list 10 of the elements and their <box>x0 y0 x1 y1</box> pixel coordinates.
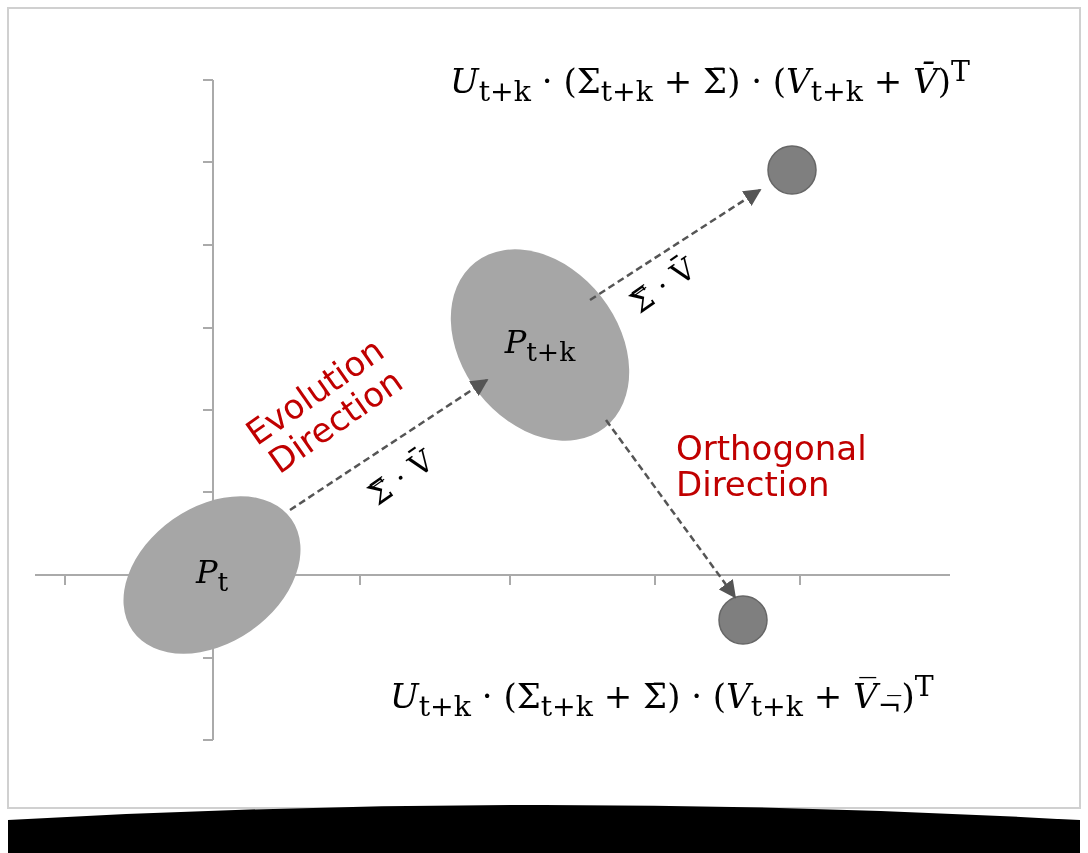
edge-label: Σ̿ · V̄ <box>361 442 441 513</box>
node-label: P$_{t}$ <box>194 553 230 597</box>
node-label: P$_{t+k}$ <box>503 323 577 367</box>
arrow <box>589 188 762 302</box>
formula-label: U$_{t+k}$ · (Σ$_{t+k}$ + Σ̄) · (V$_{t+k}$ + V̄)$^{T}$ <box>450 55 970 109</box>
edge-label: Σ̿ · V̄ <box>623 250 703 321</box>
formula-label: U$_{t+k}$ · (Σ$_{t+k}$ + Σ̄) · (V$_{t+k}$ + V̅$_{¬̅}$)$^{T}$ <box>390 670 934 724</box>
arrow <box>605 419 737 599</box>
direction-label: Orthogonal Direction <box>676 430 868 502</box>
arrow <box>289 378 489 512</box>
